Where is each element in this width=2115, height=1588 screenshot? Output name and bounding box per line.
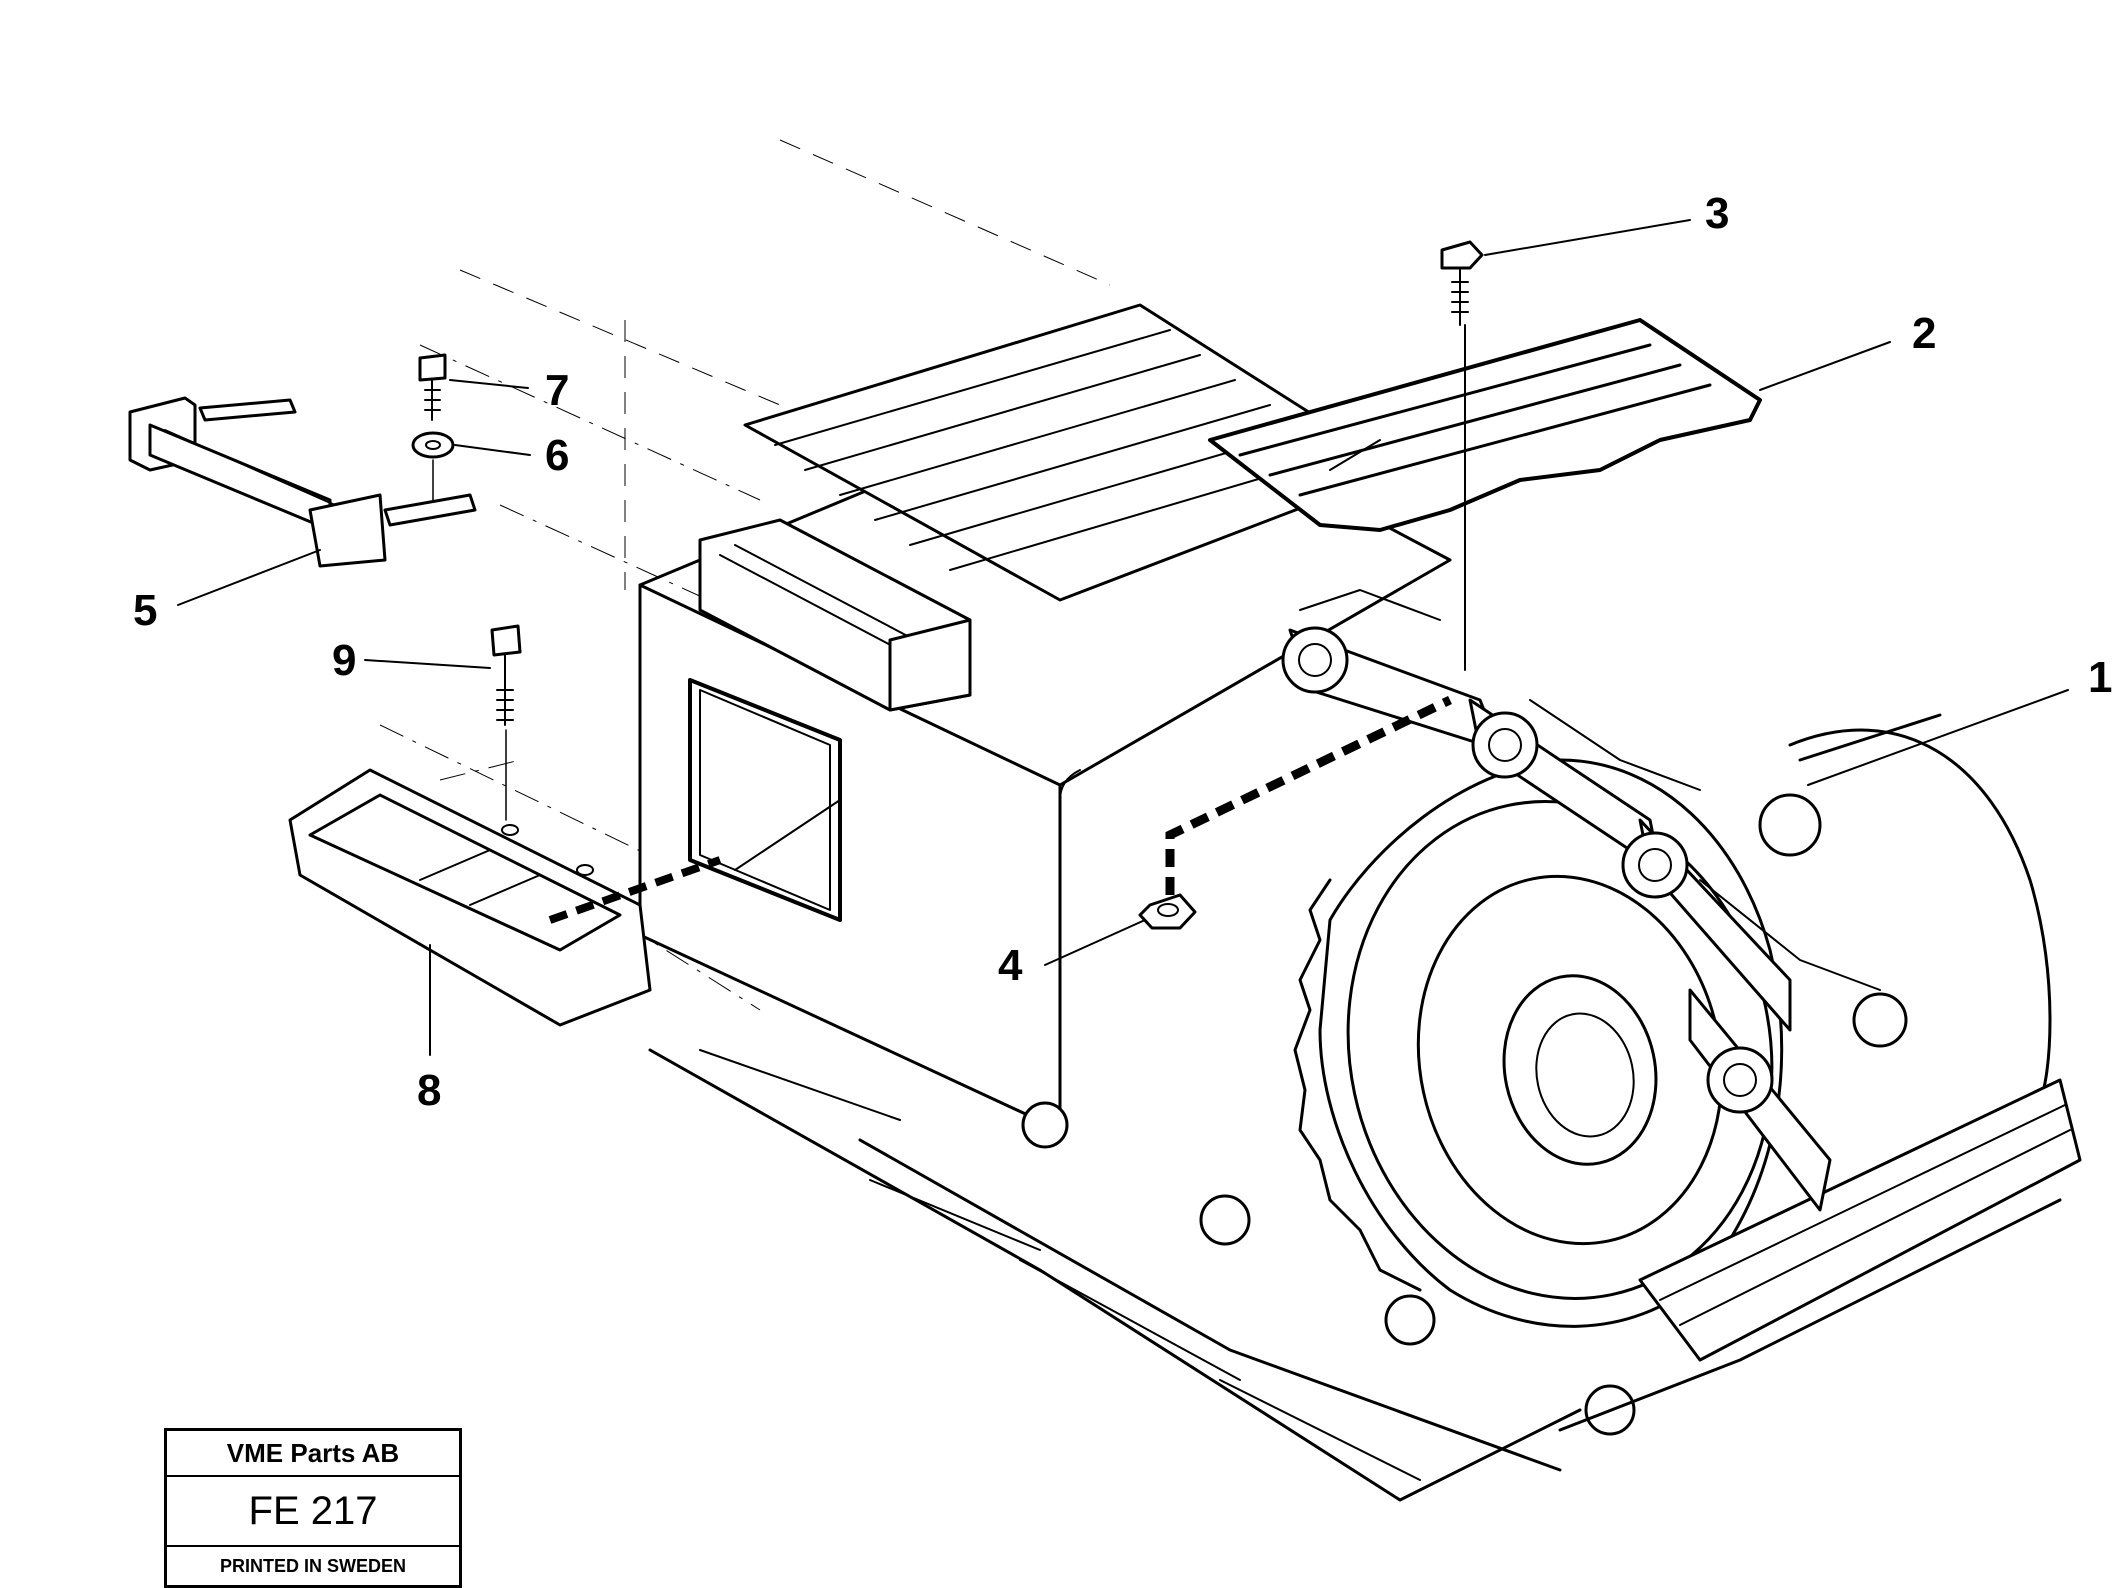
title-block: VME Parts AB FE 217 PRINTED IN SWEDEN bbox=[164, 1428, 462, 1588]
callout-2: 2 bbox=[1912, 309, 1936, 358]
printed-note: PRINTED IN SWEDEN bbox=[219, 1556, 406, 1576]
callout-5: 5 bbox=[133, 586, 157, 635]
leader-lines bbox=[177, 219, 2069, 1056]
track-frame-body bbox=[638, 383, 1452, 1132]
callout-1: 1 bbox=[2088, 653, 2112, 702]
lower-track-chain bbox=[648, 1048, 1636, 1502]
upper-track-shoes bbox=[743, 303, 1402, 602]
part-5-guard bbox=[128, 396, 477, 568]
callout-3: 3 bbox=[1705, 189, 1729, 238]
track-chain-links bbox=[1281, 589, 1908, 1212]
callout-8: 8 bbox=[417, 1066, 441, 1115]
part-7-bolt bbox=[418, 353, 447, 501]
callout-4: 4 bbox=[998, 941, 1023, 990]
part-8-step bbox=[288, 768, 722, 1027]
part-6-washer bbox=[411, 431, 455, 459]
callout-7: 7 bbox=[545, 366, 569, 415]
part-4-nut bbox=[1138, 695, 1452, 930]
mounted-guard bbox=[698, 518, 972, 712]
part-3-bolt bbox=[1440, 240, 1484, 671]
part-9-bolt bbox=[490, 624, 522, 821]
figure-code: FE 217 bbox=[167, 1477, 459, 1547]
callout-6: 6 bbox=[545, 431, 569, 480]
company-name: VME Parts AB bbox=[167, 1431, 459, 1477]
outer-track-belt bbox=[1558, 713, 2082, 1432]
part-2-track-shoe bbox=[1208, 318, 1762, 532]
callout-labels: 1 2 3 4 5 6 7 8 9 bbox=[133, 189, 2112, 1115]
callout-9: 9 bbox=[332, 636, 356, 685]
